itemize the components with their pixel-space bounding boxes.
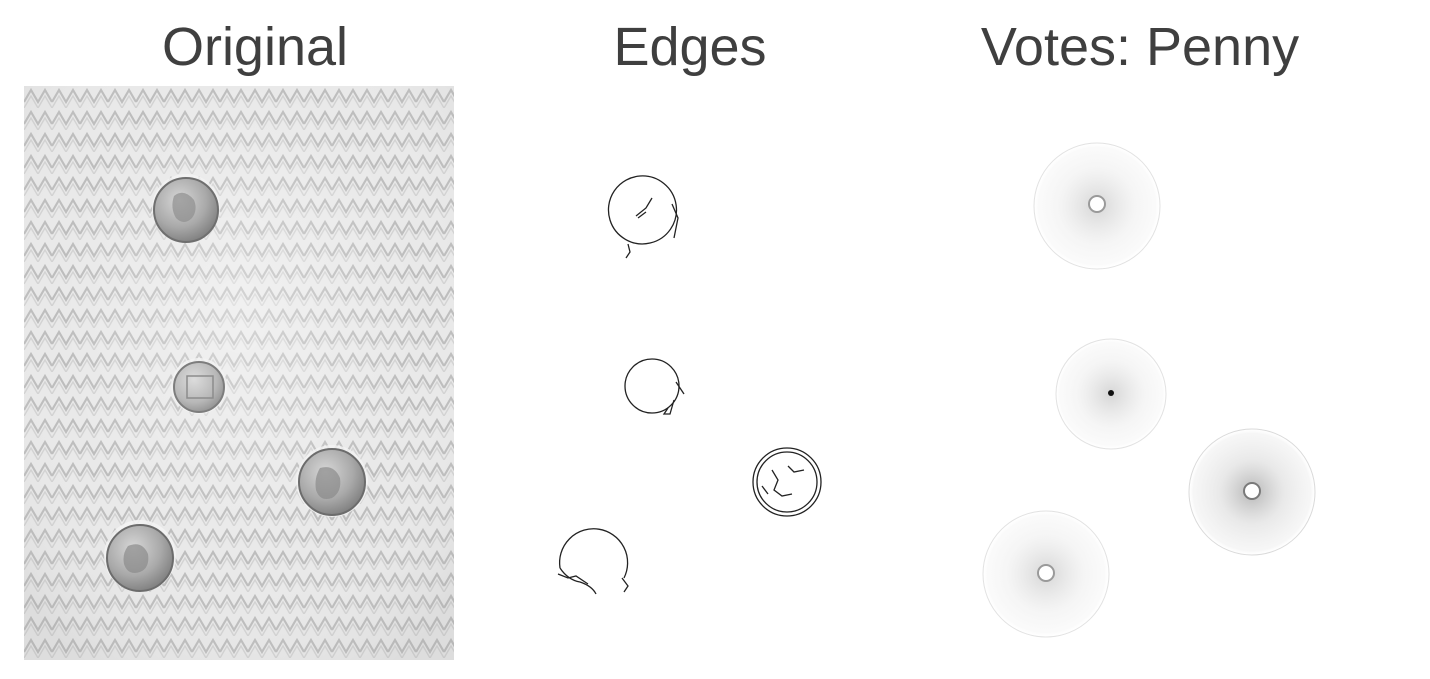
- vote-blob: [1188, 428, 1316, 556]
- quarter-coin: [152, 174, 220, 243]
- vote-blob: [1055, 338, 1167, 450]
- edges-image: [500, 86, 900, 660]
- vote-blob: [982, 510, 1110, 638]
- votes-image: [930, 86, 1370, 660]
- original-image-panel: [24, 86, 454, 660]
- vote-blob: [1033, 142, 1161, 270]
- vote-peak: [1108, 390, 1114, 396]
- edge-circle: [607, 175, 679, 259]
- edge-circle: [624, 358, 685, 415]
- original-panel-title: Original: [161, 17, 349, 77]
- quarter-coin: [296, 445, 368, 517]
- penny-coin: [171, 358, 227, 414]
- edge-circle: [557, 528, 629, 595]
- edge-circle: [752, 447, 822, 517]
- original-image: [24, 86, 454, 660]
- edges-image-panel: [500, 86, 900, 660]
- votes-panel-title: Votes: Penny: [980, 17, 1300, 77]
- edges-panel-title: Edges: [613, 17, 767, 77]
- votes-image-panel: [930, 86, 1370, 660]
- quarter-coin: [104, 520, 176, 592]
